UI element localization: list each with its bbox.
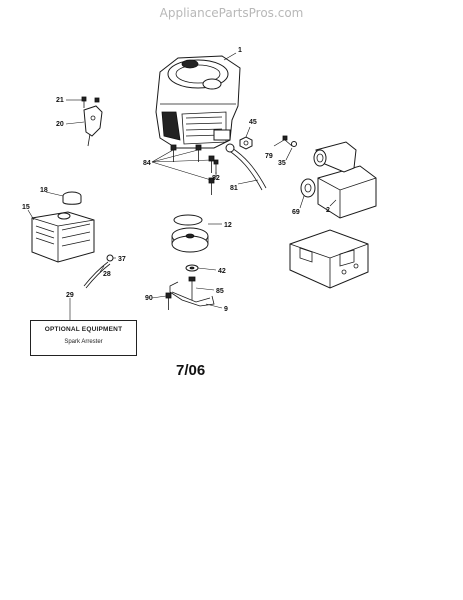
callout-90: 90 xyxy=(145,295,153,302)
callout-21: 21 xyxy=(56,97,64,104)
callout-1: 1 xyxy=(238,47,242,54)
bolt-part-82[interactable] xyxy=(213,159,219,174)
revision-label: 7/06 xyxy=(176,362,206,379)
bolt-part-90[interactable] xyxy=(165,292,172,310)
bolt-part-85[interactable] xyxy=(188,276,196,300)
callout-29: 29 xyxy=(66,292,74,299)
clamp-part-37[interactable] xyxy=(106,254,114,262)
pulley-part[interactable] xyxy=(171,214,209,253)
callout-82: 82 xyxy=(212,175,220,182)
spark-arrester-label: Spark Arrester xyxy=(64,339,103,345)
watermark: AppliancePartsPros.com xyxy=(159,6,304,20)
fuel-cap-part[interactable] xyxy=(62,191,82,205)
gasket-part[interactable] xyxy=(300,178,316,198)
mounting-frame-part[interactable] xyxy=(289,229,369,289)
washer-part[interactable] xyxy=(185,264,199,272)
callout-79: 79 xyxy=(265,153,273,160)
bolt-set-84[interactable] xyxy=(170,144,215,195)
muffler-part[interactable] xyxy=(313,141,377,219)
bolt-part-35[interactable] xyxy=(291,141,297,147)
bolt-part-79[interactable] xyxy=(282,135,293,147)
callout-42: 42 xyxy=(218,268,226,275)
callout-69: 69 xyxy=(292,209,300,216)
fuel-line-part[interactable] xyxy=(83,261,111,289)
callout-85: 85 xyxy=(216,288,224,295)
callout-45: 45 xyxy=(249,119,257,126)
callout-9: 9 xyxy=(224,306,228,313)
callout-15: 15 xyxy=(22,204,30,211)
callout-35: 35 xyxy=(278,160,286,167)
engine-part[interactable] xyxy=(155,55,241,149)
fuel-tank-part[interactable] xyxy=(31,211,95,263)
screw-part-21[interactable] xyxy=(81,96,100,108)
callout-81: 81 xyxy=(230,185,238,192)
callout-28: 28 xyxy=(103,271,111,278)
rod-part-9[interactable] xyxy=(169,281,215,307)
callout-2: 2 xyxy=(326,207,330,214)
callout-20: 20 xyxy=(56,121,64,128)
bracket-part-20[interactable] xyxy=(83,105,103,147)
callout-12: 12 xyxy=(224,222,232,229)
nut-part-45[interactable] xyxy=(239,136,253,150)
callout-18: 18 xyxy=(40,187,48,194)
callout-84: 84 xyxy=(143,160,151,167)
leader-lines xyxy=(27,52,337,320)
optional-equipment-box: OPTIONAL EQUIPMENT Spark Arrester xyxy=(30,320,137,356)
dipstick-tube-part[interactable] xyxy=(225,143,267,191)
optional-equipment-title: OPTIONAL EQUIPMENT xyxy=(44,326,123,333)
callout-37: 37 xyxy=(118,256,126,263)
